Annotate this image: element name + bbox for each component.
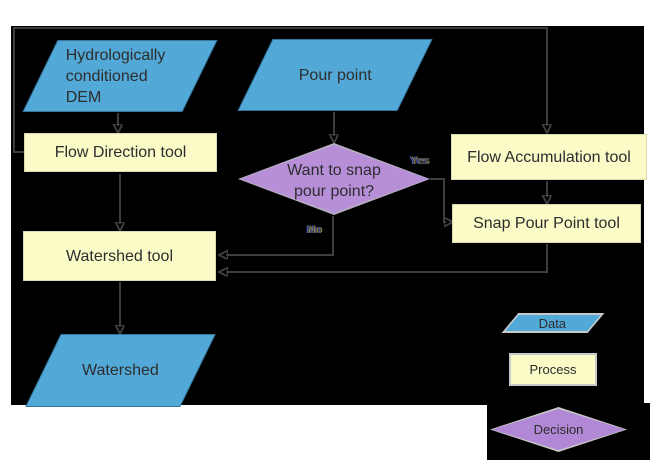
node-label: Flow Direction tool [54,144,187,161]
node-flow-direction-tool: Flow Direction tool [24,133,217,172]
node-label: Pour point [298,66,372,84]
node-label: Want to snap pour point? [287,161,381,200]
node-snap-pour-point-tool: Snap Pour Point tool [452,204,641,243]
node-flow-accumulation-tool: Flow Accumulation tool [451,134,647,180]
node-label: Watershed [82,362,159,379]
node-label: Hydrologically conditioned DEM [66,46,166,106]
connector-decision-no-to-watershed-tool [226,216,334,255]
edge-label-yes: Yes [410,155,429,167]
legend-item-data: Data [501,313,605,333]
node-label: Watershed tool [65,247,173,265]
edge-label-no: No [307,224,322,236]
node-label: Flow Accumulation tool [467,148,631,166]
legend-label: Decision [533,422,584,437]
connector-flow-direction-to-flow-accumulation [13,27,547,153]
connector-snap-pour-point-to-watershed-tool [226,244,548,272]
node-label: Snap Pour Point tool [473,215,620,232]
connector-decision-yes-to-snap-pour-point [430,178,446,222]
legend-item-process: Process [509,353,597,386]
node-watershed-tool: Watershed tool [23,231,216,281]
legend-label: Data [539,315,567,331]
legend-label: Process [529,362,577,377]
